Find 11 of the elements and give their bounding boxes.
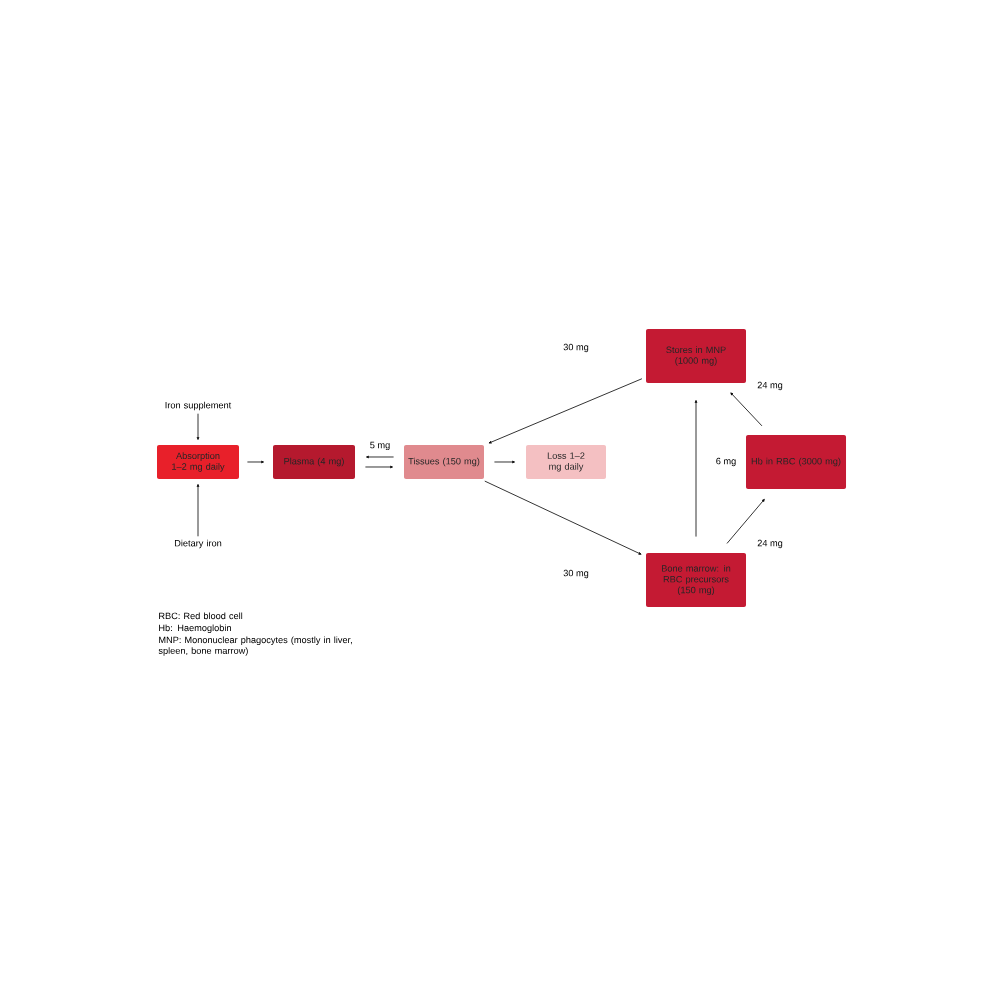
arrow	[730, 392, 763, 427]
arrow	[488, 378, 643, 444]
arrow	[196, 484, 200, 537]
arrow	[366, 455, 394, 459]
arrow	[694, 400, 698, 537]
arrow	[247, 460, 264, 464]
arrow	[494, 460, 515, 464]
arrow	[365, 465, 393, 469]
arrow	[484, 480, 642, 555]
arrow	[726, 498, 765, 544]
arrow	[196, 413, 200, 440]
